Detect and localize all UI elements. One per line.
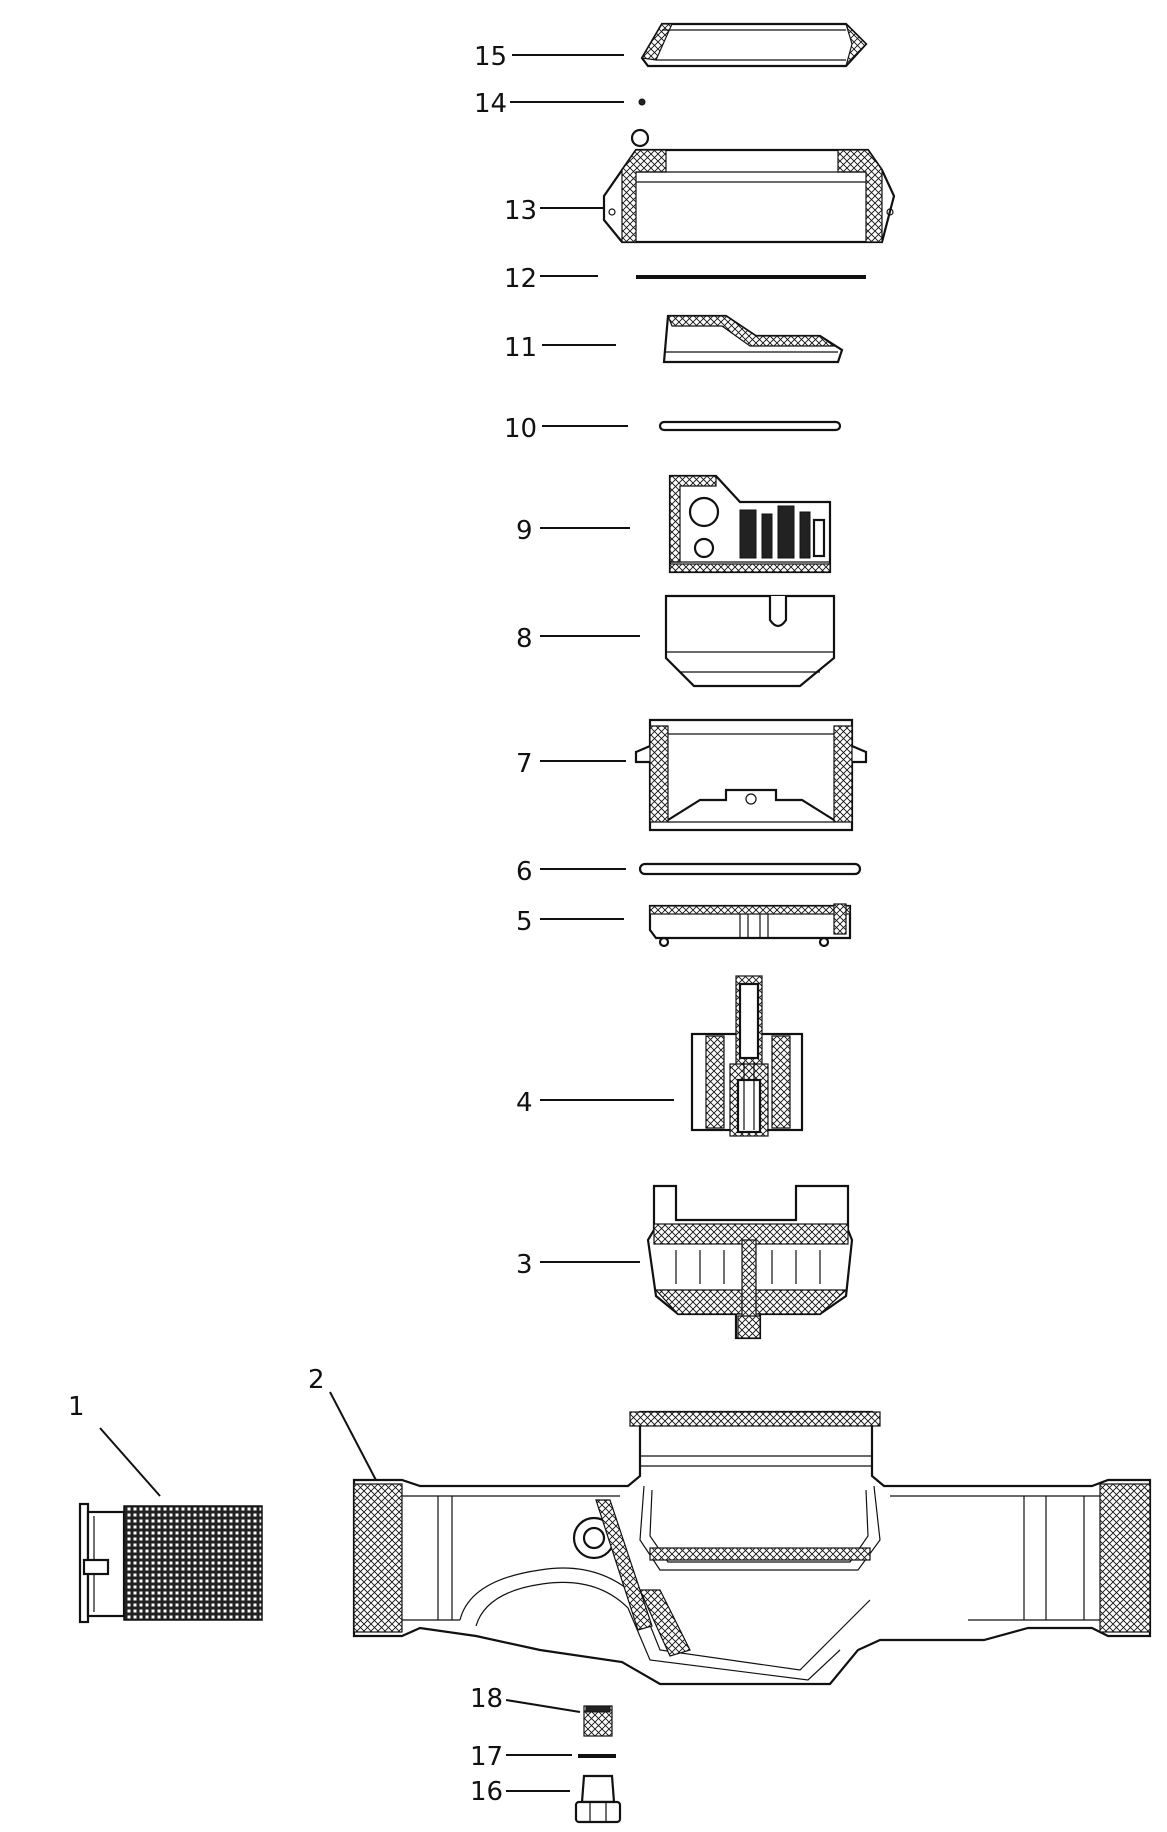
callout-label-18: 18 xyxy=(470,1684,503,1714)
callout-label-15: 15 xyxy=(474,42,507,72)
leader-line-2 xyxy=(329,1391,379,1485)
part-8-inner-case: 8 xyxy=(516,594,836,688)
part-17-washer: 17 xyxy=(470,1742,616,1772)
part-1-strainer: 1 xyxy=(68,1392,263,1624)
callout-label-3: 3 xyxy=(516,1250,533,1280)
callout-label-2: 2 xyxy=(308,1365,325,1395)
part-4-insert: 4 xyxy=(516,975,804,1137)
callout-label-9: 9 xyxy=(516,516,533,546)
leader-line-1 xyxy=(99,1427,161,1497)
callout-label-6: 6 xyxy=(516,857,533,887)
callout-label-10: 10 xyxy=(504,414,537,444)
part-15-lid: 15 xyxy=(474,22,868,72)
callout-label-1: 1 xyxy=(68,1392,85,1422)
callout-label-16: 16 xyxy=(470,1777,503,1807)
part-10-o-ring: 10 xyxy=(504,414,842,444)
part-3-base: 3 xyxy=(516,1184,854,1340)
part-9-register: 9 xyxy=(516,474,832,574)
part-14-pin: 14 xyxy=(474,89,646,119)
part-16-cap: 16 xyxy=(470,1774,622,1824)
part-13-frame: 13 xyxy=(504,128,896,244)
callout-label-13: 13 xyxy=(504,196,537,226)
part-5-plate: 5 xyxy=(516,903,852,948)
callout-label-8: 8 xyxy=(516,624,533,654)
callout-label-4: 4 xyxy=(516,1088,533,1118)
callout-label-7: 7 xyxy=(516,749,533,779)
callout-label-12: 12 xyxy=(504,264,537,294)
callout-label-5: 5 xyxy=(516,907,533,937)
part-12-gasket: 12 xyxy=(504,264,866,294)
callout-label-17: 17 xyxy=(470,1742,503,1772)
part-7-housing: 7 xyxy=(516,718,868,832)
callout-label-11: 11 xyxy=(504,333,537,363)
part-6-o-ring: 6 xyxy=(516,857,862,887)
part-11-cover: 11 xyxy=(504,314,844,364)
callout-label-14: 14 xyxy=(474,89,507,119)
part-18-plug: 18 xyxy=(470,1684,613,1737)
part-2-body: 2 xyxy=(308,1365,1152,1686)
leader-line-18 xyxy=(505,1699,581,1713)
